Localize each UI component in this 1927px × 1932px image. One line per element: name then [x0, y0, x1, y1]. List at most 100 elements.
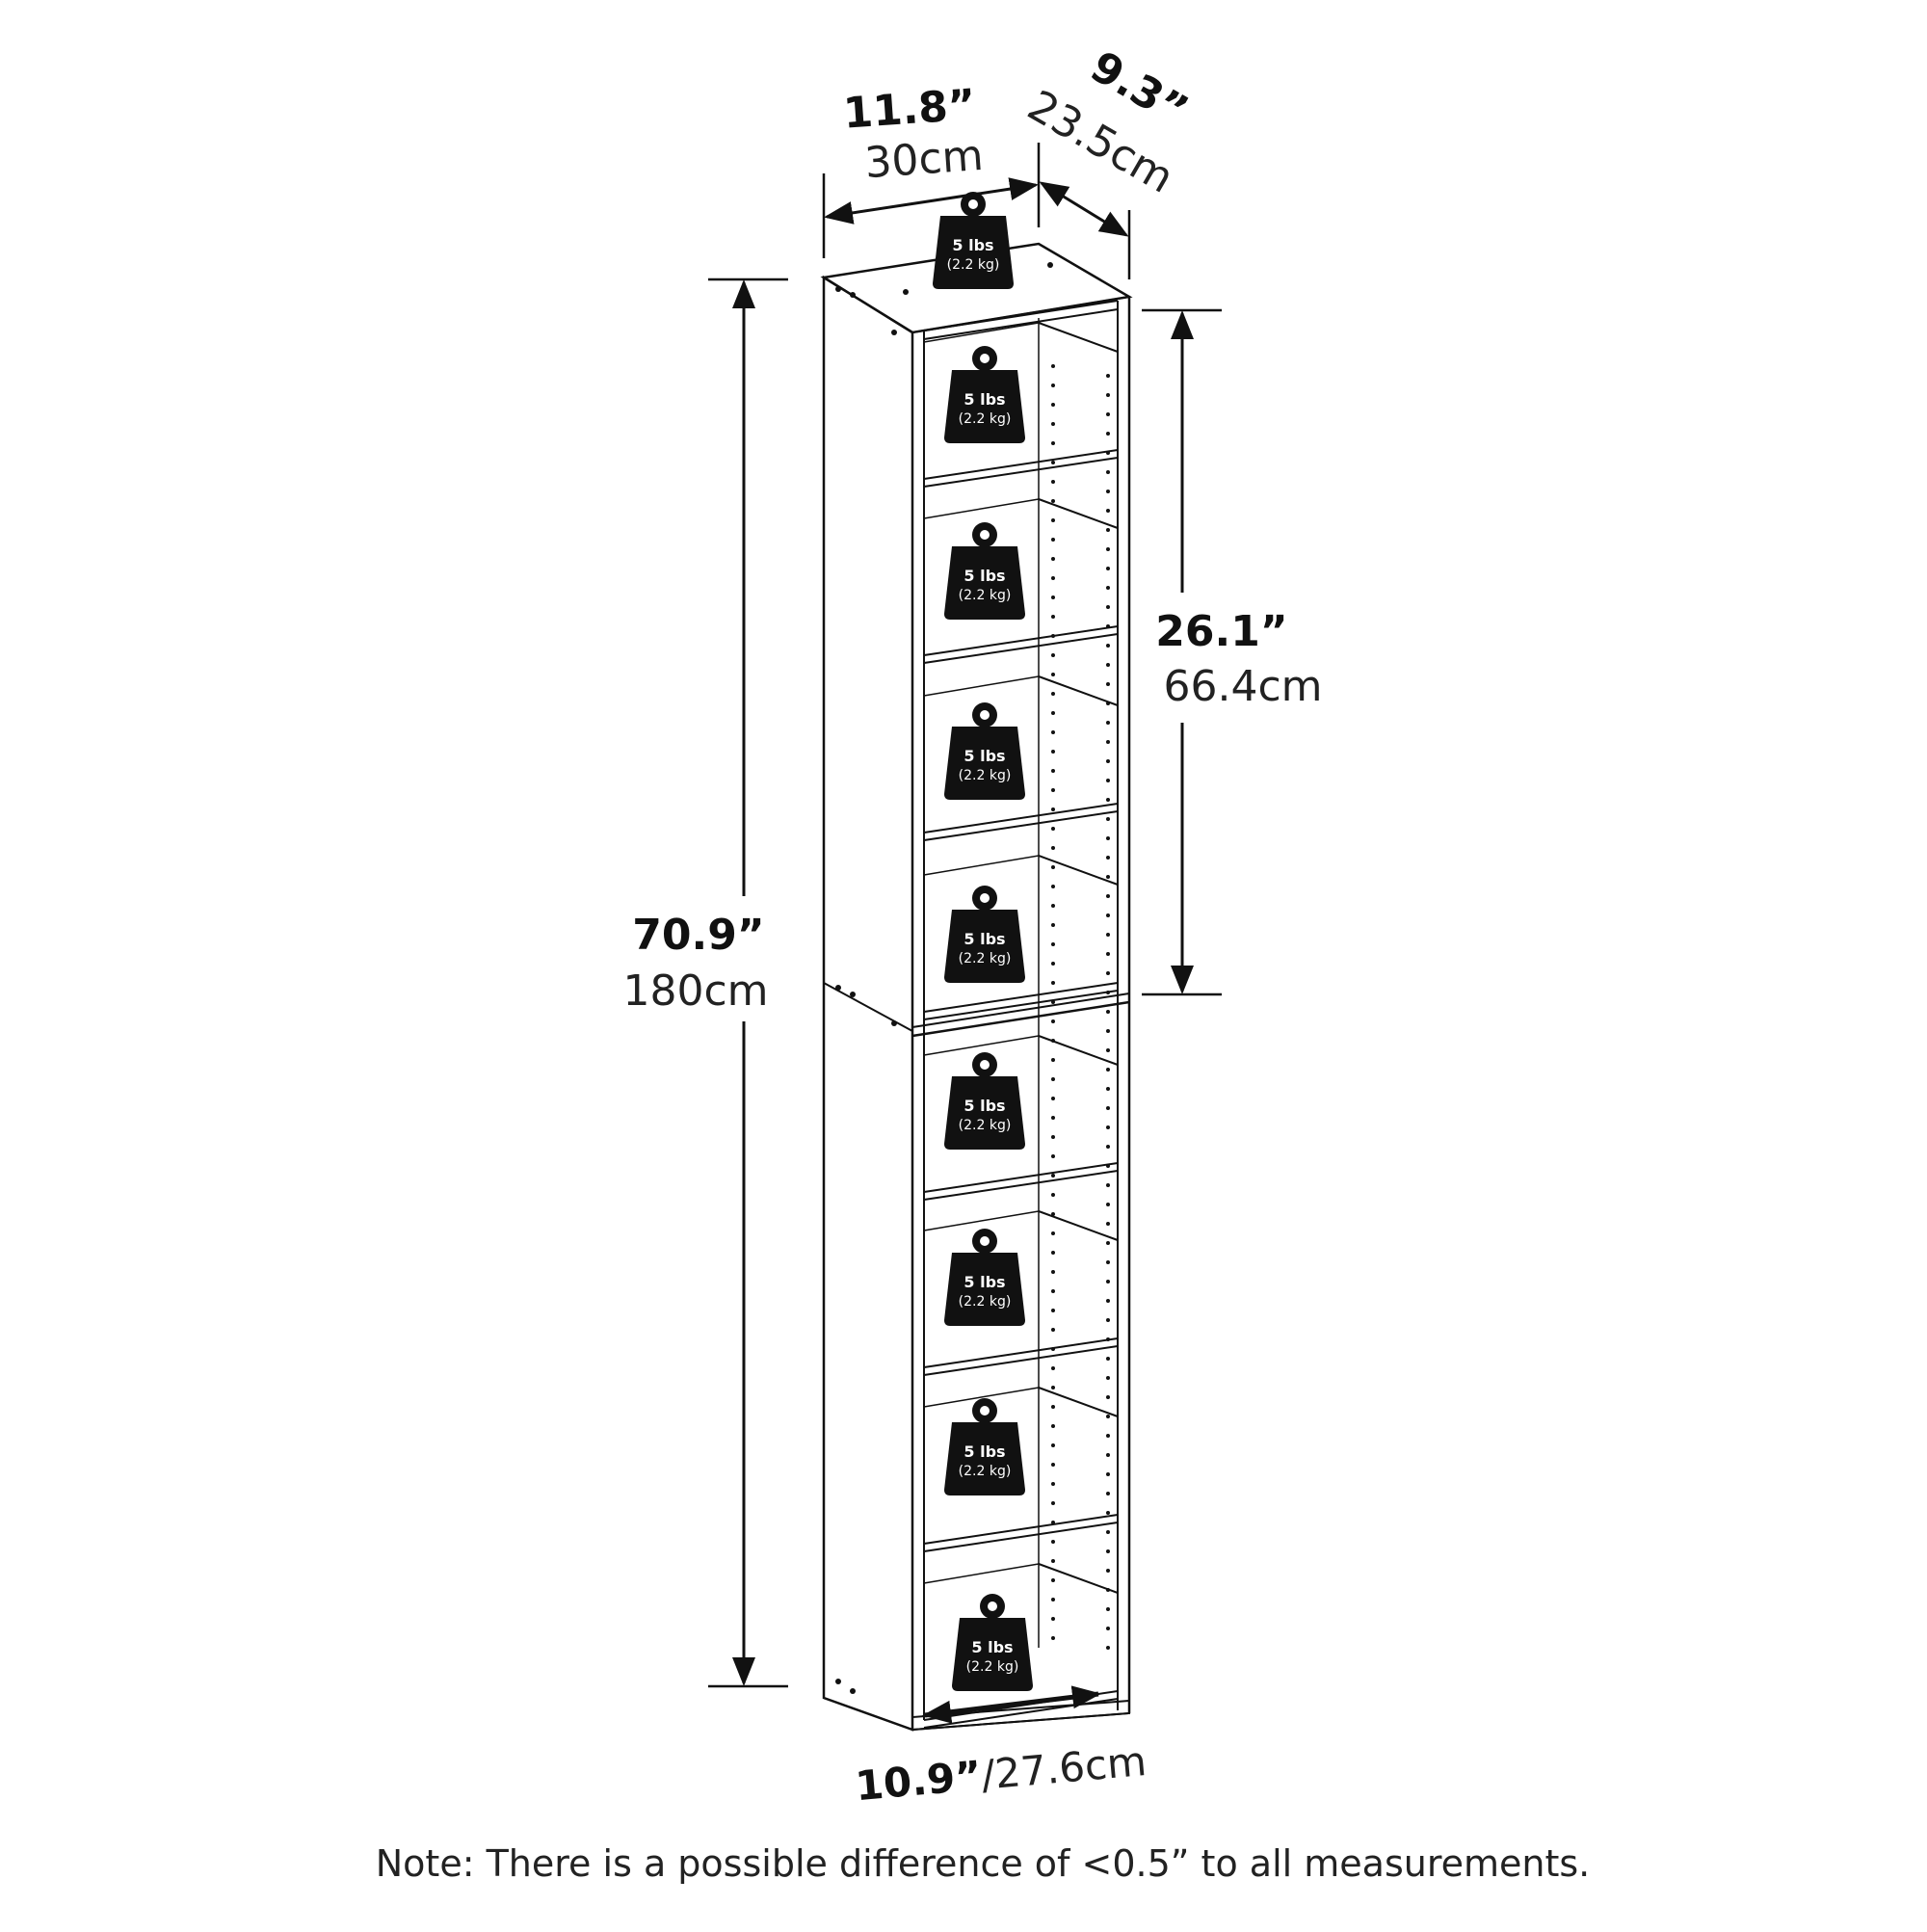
peg-hole	[1106, 894, 1110, 898]
peg-hole	[1051, 827, 1055, 831]
peg-hole	[1051, 538, 1055, 542]
peg-hole	[1106, 509, 1110, 513]
weight-icon: 5 lbs(2.2 kg)	[944, 522, 1025, 620]
peg-hole	[1106, 1511, 1110, 1515]
weight-lbs-label: 5 lbs	[964, 390, 1005, 409]
weight-kg-label: (2.2 kg)	[959, 951, 1012, 966]
inner-width-arrow	[922, 1685, 1101, 1724]
peg-hole	[1051, 1309, 1055, 1312]
peg-hole	[1106, 913, 1110, 917]
peg-hole	[1051, 1077, 1055, 1081]
peg-hole	[1106, 412, 1110, 416]
weight-kg-label: (2.2 kg)	[959, 768, 1012, 783]
weight-kg-label: (2.2 kg)	[959, 1294, 1012, 1310]
shelf	[923, 675, 1119, 841]
peg-hole	[1051, 981, 1055, 985]
peg-hole	[1106, 1569, 1110, 1573]
peg-hole	[1106, 451, 1110, 455]
peg-hole	[1051, 1251, 1055, 1255]
peg-hole	[1106, 1472, 1110, 1476]
peg-hole	[1051, 480, 1055, 484]
peg-hole	[1106, 1048, 1110, 1052]
peg-hole	[1106, 1260, 1110, 1264]
dimension-lines	[708, 143, 1222, 1724]
peg-hole	[1106, 971, 1110, 975]
peg-hole	[1051, 730, 1055, 734]
peg-hole	[1106, 1492, 1110, 1495]
peg-hole	[1106, 1395, 1110, 1399]
height-inches-label: 70.9”	[632, 911, 764, 960]
weight-icon: 5 lbs(2.2 kg)	[944, 702, 1025, 800]
peg-hole	[1051, 1501, 1055, 1505]
peg-hole	[1051, 403, 1055, 407]
weight-icon: 5 lbs(2.2 kg)	[944, 886, 1025, 983]
weight-icon: 5 lbs(2.2 kg)	[933, 192, 1014, 289]
front-frame-inner	[911, 295, 1130, 1732]
peg-hole	[1051, 1405, 1055, 1409]
peg-hole	[1106, 798, 1110, 802]
peg-hole	[1051, 1212, 1055, 1216]
peg-hole	[1051, 1482, 1055, 1486]
peg-hole	[1051, 441, 1055, 445]
peg-hole	[1106, 1183, 1110, 1187]
peg-hole	[1051, 1193, 1055, 1197]
peg-hole	[1106, 1627, 1110, 1630]
compartment-cm-label: 66.4cm	[1163, 662, 1322, 711]
height-cm-label: 180cm	[622, 966, 768, 1016]
peg-hole	[1106, 682, 1110, 686]
weight-icon: 5 lbs (2.2 kg)	[944, 346, 1025, 443]
peg-hole	[1106, 374, 1110, 378]
weight-kg-label: (2.2 kg)	[959, 411, 1012, 427]
depth-arrow	[1039, 181, 1129, 237]
peg-hole	[1051, 1058, 1055, 1062]
peg-hole	[1051, 923, 1055, 927]
peg-hole	[1106, 817, 1110, 821]
peg-hole	[1106, 1646, 1110, 1650]
weight-icon: 5 lbs(2.2 kg)	[944, 1052, 1025, 1150]
peg-hole	[1106, 1029, 1110, 1033]
peg-hole	[1051, 1424, 1055, 1428]
measurement-note: Note: There is a possible difference of …	[376, 1842, 1591, 1885]
peg-hole	[1051, 692, 1055, 696]
weight-icon: 5 lbs(2.2 kg)	[952, 1594, 1033, 1691]
peg-hole	[1051, 1270, 1055, 1274]
peg-hole	[1051, 942, 1055, 946]
peg-hole	[1106, 1280, 1110, 1284]
peg-hole	[1106, 1357, 1110, 1361]
peg-hole	[1106, 1222, 1110, 1226]
left-side-panel	[822, 275, 914, 1732]
peg-hole	[1051, 1135, 1055, 1139]
weight-lbs-label: 5 lbs	[964, 567, 1005, 585]
weight-lbs-label: 5 lbs	[964, 1442, 1005, 1461]
shelves	[911, 300, 1130, 1729]
width-cm-label: 30cm	[863, 131, 985, 188]
width-inches-label: 11.8”	[842, 80, 978, 138]
peg-hole	[1051, 1174, 1055, 1178]
peg-hole	[1106, 1203, 1110, 1206]
peg-hole	[1106, 586, 1110, 590]
peg-hole	[1051, 865, 1055, 869]
shelf	[923, 1387, 1119, 1552]
inner-width-label: 10.9”/27.6cm	[854, 1737, 1148, 1810]
peg-hole	[1106, 1337, 1110, 1341]
shelf	[923, 498, 1119, 664]
weight-kg-label: (2.2 kg)	[966, 1659, 1019, 1675]
inner-width-separator: /	[979, 1751, 997, 1799]
peg-hole	[1051, 750, 1055, 754]
peg-hole	[1051, 364, 1055, 368]
peg-hole	[1051, 1386, 1055, 1389]
weight-kg-label: (2.2 kg)	[959, 1118, 1012, 1133]
weight-lbs-label: 5 lbs	[952, 236, 993, 254]
compartment-inches-label: 26.1”	[1155, 607, 1287, 656]
peg-hole	[1051, 1636, 1055, 1640]
peg-hole	[1051, 595, 1055, 599]
middle-divider-top	[911, 992, 1130, 1028]
peg-hole	[1051, 1328, 1055, 1332]
weight-icon: 5 lbs(2.2 kg)	[944, 1398, 1025, 1495]
peg-hole	[1051, 904, 1055, 908]
peg-hole	[1106, 663, 1110, 667]
weight-lbs-label: 5 lbs	[964, 1273, 1005, 1291]
peg-hole	[1051, 1578, 1055, 1582]
peg-hole	[1106, 1106, 1110, 1110]
